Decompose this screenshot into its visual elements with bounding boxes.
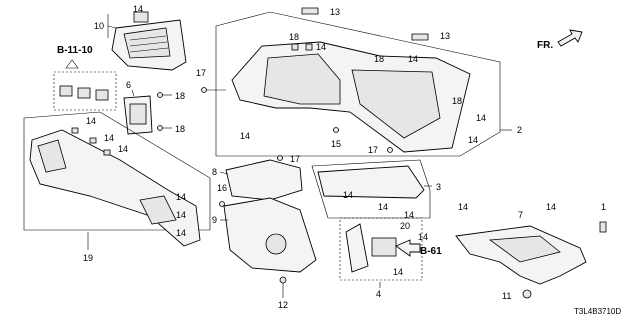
clip-13-b[interactable] — [411, 33, 429, 41]
screw-17-b[interactable] — [387, 147, 393, 153]
switch-group-box — [53, 71, 117, 111]
diagram-code: T3L4B3710D — [574, 307, 621, 316]
callout-14-m: 14 — [343, 190, 353, 200]
screw-16[interactable] — [219, 201, 225, 207]
part-2-boundary — [215, 11, 501, 157]
clip-15[interactable] — [333, 127, 339, 133]
screw-12-head — [279, 276, 287, 284]
arrow-right-icon — [395, 239, 421, 257]
part-3-trim-strip[interactable] — [317, 165, 425, 199]
clip-18-b[interactable] — [157, 125, 163, 131]
callout-4: 4 — [376, 289, 381, 299]
callout-13-a: 13 — [330, 7, 340, 17]
callout-14-l: 14 — [240, 131, 250, 141]
callout-18-a: 18 — [175, 91, 185, 101]
callout-14-e: 14 — [176, 192, 186, 202]
callout-14-q: 14 — [393, 267, 403, 277]
callout-12: 12 — [278, 300, 288, 310]
front-arrow-icon — [557, 29, 583, 47]
clip-14-c[interactable] — [89, 137, 97, 144]
callout-15: 15 — [331, 139, 341, 149]
callout-14-j: 14 — [476, 113, 486, 123]
part-4-knee-panel[interactable] — [345, 223, 397, 273]
part-4-boundary — [339, 217, 423, 281]
callout-13-b: 13 — [440, 31, 450, 41]
part-9-lower-cover[interactable] — [223, 197, 317, 273]
part-7-bracket[interactable] — [455, 225, 587, 285]
part-1-cap[interactable] — [599, 221, 607, 233]
callout-3: 3 — [436, 182, 441, 192]
reference-b-11-10[interactable]: B-11-10 — [57, 45, 93, 56]
callout-10: 10 — [94, 21, 104, 31]
callout-1: 1 — [601, 202, 606, 212]
callout-14-i: 14 — [408, 54, 418, 64]
clip-11[interactable] — [522, 289, 532, 299]
callout-2: 2 — [517, 125, 522, 135]
arrow-up-icon — [65, 59, 79, 69]
callout-14-k: 14 — [468, 135, 478, 145]
callout-14-s: 14 — [546, 202, 556, 212]
part-19-boundary — [23, 111, 211, 231]
screw-17-a-head — [201, 87, 207, 93]
callout-14-h: 14 — [316, 42, 326, 52]
callout-11: 11 — [502, 291, 511, 301]
leader-8 — [219, 171, 229, 175]
switch-buttons[interactable] — [59, 85, 109, 101]
callout-18-b: 18 — [175, 124, 185, 134]
callout-9: 9 — [212, 215, 217, 225]
part-6-bracket[interactable] — [123, 95, 153, 135]
callout-14-a: 14 — [133, 4, 143, 14]
callout-18-e: 18 — [452, 96, 462, 106]
callout-17-b: 17 — [368, 145, 378, 155]
part-3-boundary — [311, 159, 431, 219]
callout-14-c: 14 — [104, 133, 114, 143]
callout-19: 19 — [83, 253, 93, 263]
callout-20: 20 — [400, 221, 410, 231]
clip-14-b[interactable] — [71, 127, 79, 134]
callout-16: 16 — [217, 183, 227, 193]
clip-18-a[interactable] — [157, 92, 163, 98]
callout-14-d: 14 — [118, 144, 128, 154]
part-2-instrument-panel[interactable] — [231, 41, 471, 153]
callout-7: 7 — [518, 210, 523, 220]
callout-14-r: 14 — [458, 202, 468, 212]
part-19-lower-panel[interactable] — [29, 129, 201, 247]
callout-14-p: 14 — [418, 232, 428, 242]
callout-17-c: 17 — [290, 154, 300, 164]
screw-17-c[interactable] — [277, 155, 283, 161]
leader-10 — [107, 25, 117, 29]
callout-8: 8 — [212, 167, 217, 177]
callout-14-f: 14 — [176, 210, 186, 220]
clip-14-h[interactable] — [305, 43, 313, 51]
clip-13-a[interactable] — [301, 7, 319, 15]
callout-14-g: 14 — [176, 228, 186, 238]
callout-18-c: 18 — [289, 32, 299, 42]
direction-label: FR. — [537, 40, 553, 51]
callout-18-d: 18 — [374, 54, 384, 64]
callout-14-n: 14 — [378, 202, 388, 212]
part-8-upper-cover[interactable] — [225, 159, 303, 201]
part-10-vent[interactable] — [111, 11, 187, 71]
callout-14-o: 14 — [404, 210, 414, 220]
reference-b-61[interactable]: B-61 — [420, 246, 442, 257]
callout-17-a: 17 — [196, 68, 206, 78]
clip-14-d[interactable] — [103, 149, 111, 156]
clip-18-c[interactable] — [291, 43, 299, 51]
callout-14-b: 14 — [86, 116, 96, 126]
leader-6 — [131, 89, 135, 97]
callout-6: 6 — [126, 80, 131, 90]
